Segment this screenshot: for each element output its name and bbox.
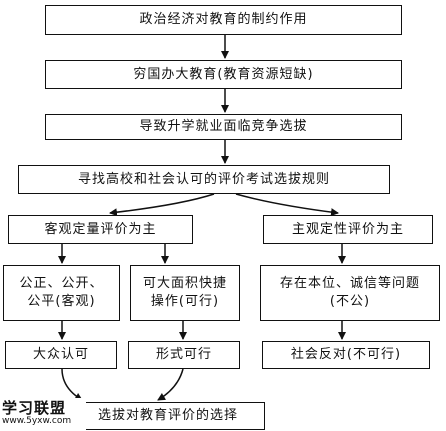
node-fair-open: 公正、公开、 公平(客观) bbox=[3, 265, 120, 321]
node-objective-quantitative: 客观定量评价为主 bbox=[8, 215, 193, 244]
node-poor-country-education: 穷国办大教育(教育资源短缺) bbox=[45, 60, 402, 89]
arrow-n4-n6 bbox=[235, 193, 339, 217]
node-label: 主观定性评价为主 bbox=[291, 221, 404, 237]
node-label: 大众认可 bbox=[32, 347, 89, 363]
node-label: 形式可行 bbox=[155, 347, 212, 363]
node-label: 客观定量评价为主 bbox=[44, 221, 157, 237]
node-label-line-2: 公平(客观) bbox=[27, 294, 96, 309]
node-label: 导致升学就业面临竞争选拔 bbox=[139, 119, 308, 135]
arrow-n10-n13 bbox=[61, 368, 83, 401]
node-label-line-2: (不公) bbox=[329, 294, 371, 309]
node-public-acceptance: 大众认可 bbox=[5, 341, 117, 369]
watermark-logo: 学习联盟 bbox=[2, 399, 67, 418]
node-label: 穷国办大教育(教育资源短缺) bbox=[133, 66, 314, 82]
node-large-scale-fast: 可大面积快捷 操作(可行) bbox=[130, 265, 240, 321]
node-subjective-qualitative: 主观定性评价为主 bbox=[263, 215, 433, 244]
node-competitive-selection: 导致升学就业面临竞争选拔 bbox=[45, 114, 402, 140]
node-label-line-1: 可大面积快捷 bbox=[142, 276, 227, 292]
node-form-feasible: 形式可行 bbox=[128, 341, 240, 369]
node-integrity-issues: 存在本位、诚信等问题 (不公) bbox=[260, 265, 440, 321]
node-social-opposition: 社会反对(不可行) bbox=[262, 341, 430, 369]
node-label: 政治经济对教育的制约作用 bbox=[139, 12, 308, 28]
node-label: 社会反对(不可行) bbox=[290, 347, 402, 363]
node-label-line-1: 公正、公开、 bbox=[19, 276, 104, 292]
node-label: 选拔对教育评价的选择 bbox=[97, 408, 238, 424]
watermark: 学习联盟 www.5yxw.com bbox=[2, 398, 86, 430]
node-label: 寻找高校和社会认可的评价考试选拔规则 bbox=[77, 171, 330, 187]
node-evaluation-rules: 寻找高校和社会认可的评价考试选拔规则 bbox=[18, 165, 390, 194]
node-political-economy: 政治经济对教育的制约作用 bbox=[45, 5, 402, 35]
node-label-line-2: 操作(可行) bbox=[150, 294, 220, 309]
arrow-n11-n13 bbox=[157, 368, 184, 401]
arrow-n4-n5 bbox=[109, 193, 215, 217]
watermark-url: www.5yxw.com bbox=[2, 416, 72, 427]
node-label-line-1: 存在本位、诚信等问题 bbox=[279, 276, 420, 292]
